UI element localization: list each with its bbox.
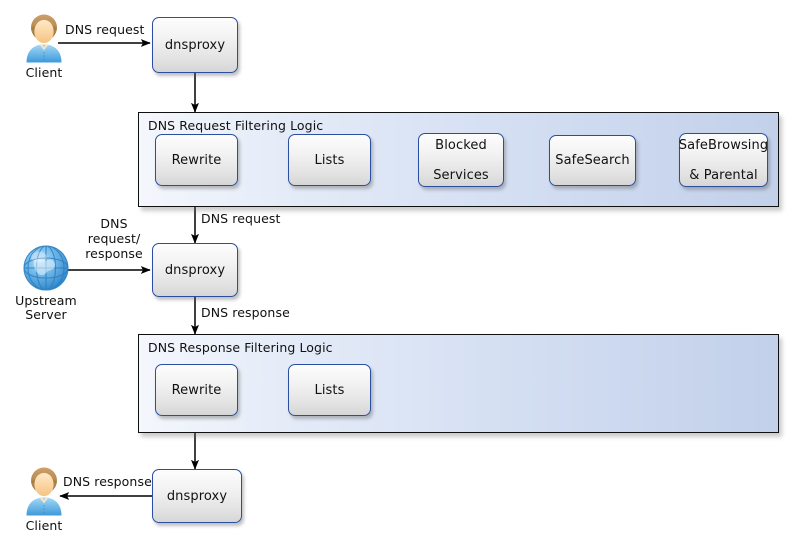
- node-label: SafeSearch: [555, 153, 630, 168]
- node-label: dnsproxy: [164, 37, 226, 53]
- node-dnsproxy-bottom[interactable]: dnsproxy: [152, 469, 242, 523]
- edge-label-dnsproxy-to-response-filtering: DNS response: [201, 305, 290, 320]
- group-title-request-filtering: DNS Request Filtering Logic: [148, 118, 324, 133]
- caption-upstream-server: Upstream Server: [0, 294, 92, 322]
- node-label: Lists: [314, 152, 345, 168]
- stage-blocked-services[interactable]: Blocked Services: [418, 133, 504, 187]
- edge-label-dnsproxy-to-client: DNS response: [63, 474, 152, 489]
- globe-icon: [23, 245, 69, 291]
- group-response-filtering: DNS Response Filtering Logic: [138, 334, 779, 433]
- stage-rewrite[interactable]: Rewrite: [155, 134, 238, 186]
- stage-safesearch[interactable]: SafeSearch: [549, 135, 636, 186]
- caption-client-top: Client: [25, 65, 63, 80]
- group-request-filtering: DNS Request Filtering Logic: [138, 112, 779, 207]
- edge-label-client-to-dnsproxy: DNS request: [65, 22, 145, 37]
- stage-safebrowsing-parental[interactable]: SafeBrowsing & Parental: [679, 133, 768, 187]
- stage-lists[interactable]: Lists: [288, 134, 371, 186]
- user-avatar-icon: [26, 14, 62, 63]
- node-label: Blocked Services: [427, 138, 495, 183]
- caption-upstream-line2: Server: [25, 307, 67, 322]
- node-label: dnsproxy: [166, 488, 228, 504]
- node-label: SafeBrowsing & Parental: [673, 138, 774, 183]
- edge-label-line2: request/: [87, 231, 141, 246]
- node-label-line2: Services: [433, 167, 489, 183]
- node-label: Lists: [314, 382, 345, 398]
- node-dnsproxy-middle[interactable]: dnsproxy: [152, 243, 238, 297]
- edge-label-upstream-exchange: DNS request/ response: [75, 216, 153, 261]
- node-label: Rewrite: [171, 152, 222, 168]
- caption-client-bottom: Client: [25, 518, 63, 533]
- edge-label-line3: response: [85, 246, 143, 261]
- stage-lists-response[interactable]: Lists: [288, 364, 371, 416]
- edge-label-dnsproxy-to-request-filtering: DNS request: [201, 211, 281, 226]
- node-label-line1: Blocked: [435, 137, 487, 153]
- group-title-response-filtering: DNS Response Filtering Logic: [148, 340, 333, 355]
- user-avatar-icon: [26, 467, 62, 516]
- caption-upstream-line1: Upstream: [15, 293, 77, 308]
- node-label-line2: & Parental: [689, 167, 758, 183]
- node-label-line1: SafeBrowsing: [678, 137, 769, 153]
- node-label: Rewrite: [171, 382, 222, 398]
- node-dnsproxy-top[interactable]: dnsproxy: [152, 17, 238, 73]
- node-label: dnsproxy: [164, 262, 226, 278]
- stage-rewrite-response[interactable]: Rewrite: [155, 364, 238, 416]
- edge-label-line1: DNS: [100, 216, 128, 231]
